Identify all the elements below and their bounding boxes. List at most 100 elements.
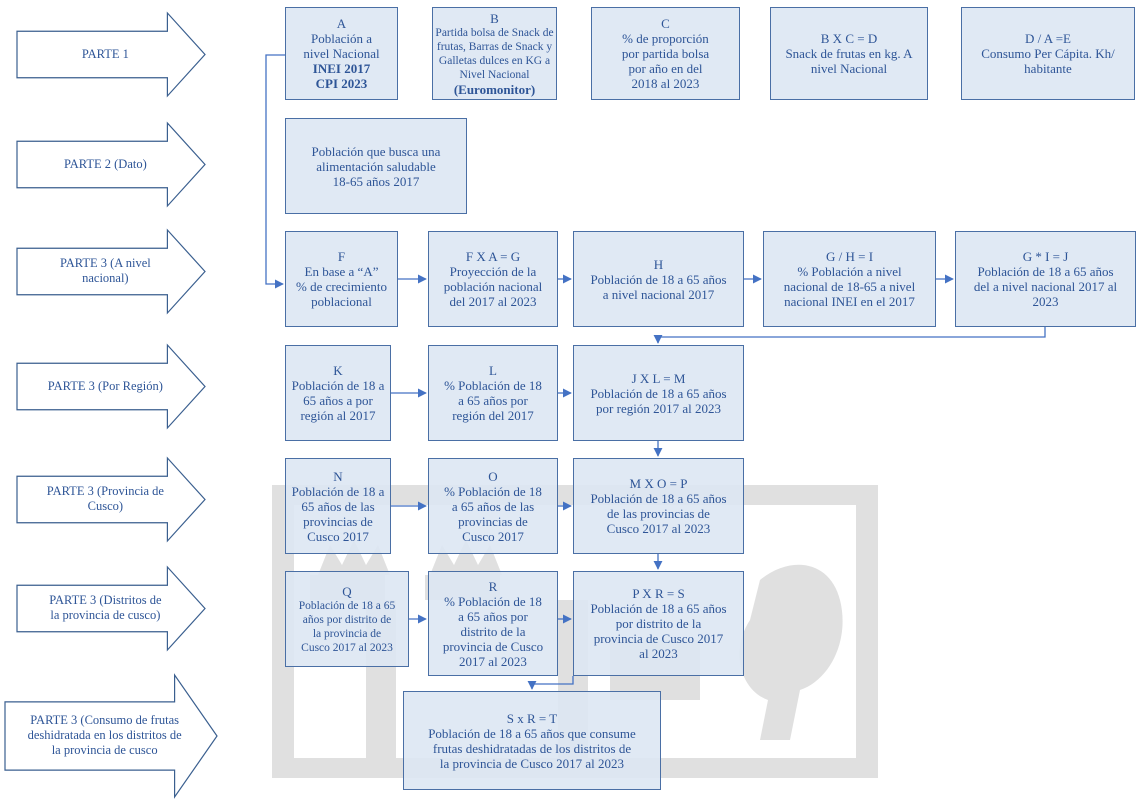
step-box-line: habitante	[1024, 61, 1072, 76]
step-box-line: al 2023	[639, 646, 678, 661]
step-box-line: B X C = D	[820, 31, 878, 46]
step-box-line: H	[653, 256, 664, 272]
connector-arrow	[527, 676, 574, 690]
step-box-line: a 65 años por	[458, 608, 528, 624]
part-label-line: la provincia de cusco	[51, 743, 158, 758]
step-box-line: a nivel nacional 2017	[602, 286, 715, 302]
step-box-line: (Euromonitor)	[453, 81, 536, 97]
step-box-line: D / A =E	[1025, 31, 1071, 46]
step-box-line: Snack de frutas en kg. A	[785, 46, 913, 61]
part-label-line: PARTE 3 (Distritos de	[49, 593, 162, 608]
step-box-line: Población de 18 a 65 años	[590, 491, 727, 506]
step-box-line: % de crecimiento	[296, 279, 387, 294]
step-box-line: la provincia de Cusco 2017 al 2023	[439, 755, 625, 771]
part-label-line: PARTE 1	[81, 46, 129, 61]
step-box-line: Población de 18 a	[291, 378, 385, 393]
step-box-line: Población de 18 a 65 años	[590, 601, 727, 616]
step-box-line: por distrito de la	[615, 616, 702, 631]
step-box-line: R	[488, 578, 498, 594]
step-box-line: Cusco 2017	[462, 528, 524, 544]
step-box-line: CPI 2023	[315, 76, 368, 91]
step-box-line: Nivel Nacional	[459, 68, 530, 81]
step-box-line: En base a “A”	[304, 264, 379, 279]
part-label-line: PARTE 3 (A nivel	[59, 256, 151, 271]
step-box-line: población nacional	[443, 279, 543, 294]
step-box-line: A	[336, 16, 347, 31]
step-box-line: años por distrito de	[302, 613, 392, 626]
step-box-line: B	[490, 10, 499, 26]
step-box-line: N	[333, 468, 343, 484]
step-box-line: poblacional	[311, 294, 372, 309]
step-box-line: Población de 18 a	[291, 483, 385, 499]
step-box-line: nacional INEI en el 2017	[784, 294, 915, 309]
part-label-line: nacional)	[82, 271, 129, 286]
step-box-line: F	[337, 249, 346, 264]
step-box-line: % Población de 18	[444, 593, 542, 609]
step-box-line: Población de 18 a 65 años	[590, 271, 727, 287]
part-label: PARTE 1	[17, 31, 194, 77]
step-box-line: nivel Nacional	[303, 46, 380, 61]
step-box-line: 18-65 años 2017	[332, 173, 420, 189]
part-arrow-shape	[16, 121, 206, 208]
step-box-line: S x R = T	[506, 710, 558, 726]
step-box-line: Población de 18 a 65 años	[977, 264, 1114, 279]
part-arrow-shape	[16, 228, 206, 315]
part-label-line: PARTE 2 (Dato)	[63, 156, 147, 171]
step-box-line: M X O = P	[629, 476, 688, 491]
step-box-line: región al 2017	[300, 408, 376, 423]
step-box-line: % Población de 18	[444, 483, 542, 499]
step-box-line: distrito de la	[460, 623, 526, 639]
part-arrow-shape	[16, 565, 206, 652]
step-box-line: región del 2017	[452, 408, 534, 423]
connector-arrow	[265, 54, 285, 289]
step-box-line: Población de 18 a 65 años	[590, 385, 727, 401]
part-arrow-shape	[4, 673, 218, 799]
step-box-line: % Población de 18	[444, 378, 542, 393]
step-box-line: 65 años de las	[301, 498, 375, 514]
step-box-line: la provincia de	[312, 627, 382, 640]
step-box-line: % de proporción	[622, 31, 709, 46]
step-box-line: 2023	[1032, 294, 1059, 309]
part-label-line: PARTE 3 (Consumo de frutas	[30, 713, 180, 728]
step-box-line: G * I = J	[1022, 249, 1069, 264]
part-label-line: PARTE 3 (Por Región)	[47, 378, 163, 393]
step-box-line: Cusco 2017 al 2023	[301, 641, 393, 654]
part-label-line: deshidratada en los distritos de	[27, 728, 182, 743]
step-box-line: por región 2017 al 2023	[596, 400, 721, 416]
step-box-line: G / H = I	[825, 249, 874, 264]
step-box-line: K	[333, 363, 343, 378]
step-box-line: provincia de Cusco	[442, 638, 544, 654]
step-box-line: C	[661, 16, 670, 31]
step-box-line: Cusco 2017	[307, 528, 369, 544]
step-box-line: frutas, Barras de Snack y	[436, 40, 553, 53]
step-box-line: nivel Nacional	[810, 61, 888, 76]
step-box-line: 2017 al 2023	[459, 653, 527, 669]
step-box-line: Población de 18 a 65	[298, 599, 396, 612]
step-box-line: % Población a nivel	[797, 264, 902, 279]
step-box-line: Consumo Per Cápita. Kh/	[981, 46, 1115, 61]
step-box-line: Q	[342, 583, 352, 599]
step-box-line: por año en del	[628, 61, 703, 76]
